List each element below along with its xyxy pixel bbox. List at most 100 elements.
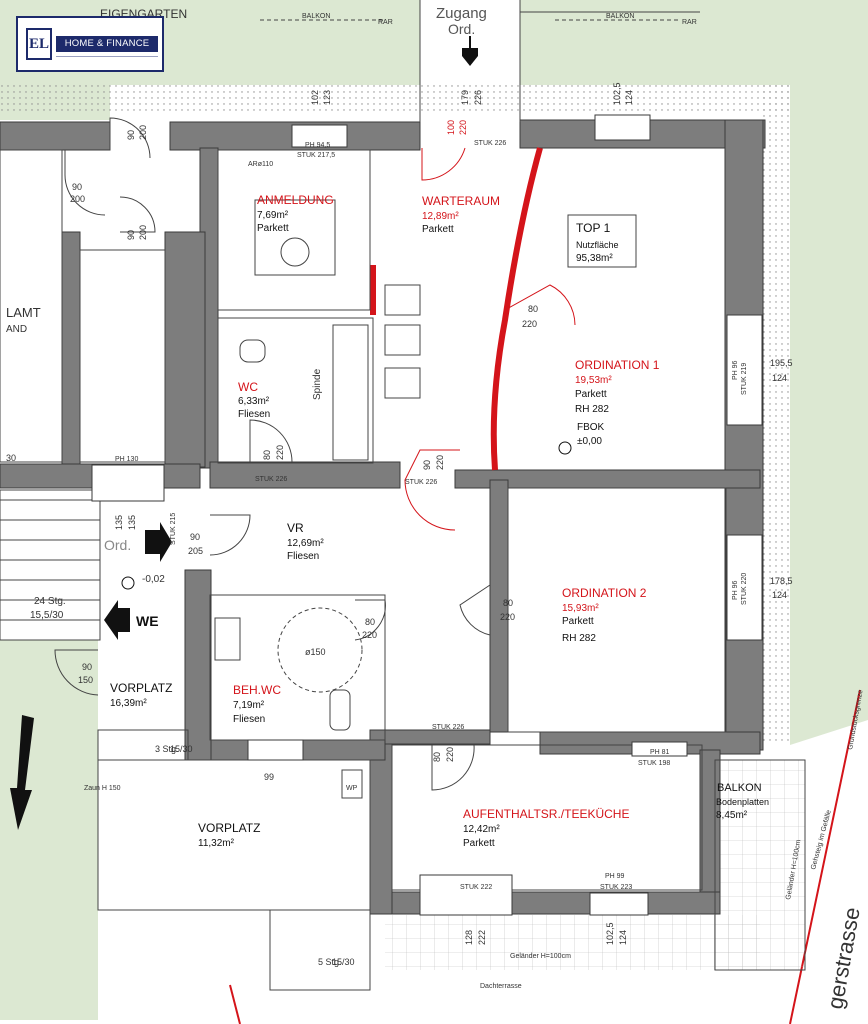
- window-h: 124: [618, 930, 628, 945]
- ord2-outline: [507, 487, 727, 733]
- wc-toilet: [239, 339, 266, 363]
- room-extra: RH 282: [575, 404, 609, 415]
- table-circle: [280, 237, 310, 267]
- door-w: 80: [262, 450, 272, 460]
- level-marker-icon: [121, 576, 135, 590]
- label-fbok-value: ±0,00: [577, 436, 602, 447]
- behwc-toilet: [329, 689, 351, 731]
- wall-bottom-room: [369, 729, 491, 745]
- door-w: 80: [528, 304, 538, 314]
- turning-circle: [277, 607, 363, 693]
- room-name: BALKON: [717, 782, 762, 794]
- logo-tagline: [56, 56, 158, 63]
- window-h: 123: [322, 90, 332, 105]
- window-h: 226: [473, 90, 483, 105]
- window-behwc: [247, 739, 304, 761]
- label-d124-1: 124: [772, 373, 787, 383]
- balcony-outline: [714, 759, 806, 971]
- property-line-2: [229, 984, 241, 1024]
- label-stuk226-aufenthalt: STUK 226: [432, 724, 464, 731]
- stairs-box: [0, 489, 101, 641]
- door-w: 90: [82, 662, 92, 672]
- room-name: ORDINATION 2: [562, 586, 647, 600]
- room-floor: Bodenplatten: [716, 797, 769, 807]
- door-h: 220: [275, 445, 285, 460]
- room-area: 8,45m²: [716, 810, 748, 821]
- room-floor: Fliesen: [233, 714, 265, 725]
- door-swing-red: [504, 284, 576, 326]
- label-treppe-1: 24 Stg.: [34, 596, 66, 607]
- room-area: 12,42m²: [463, 824, 500, 835]
- door-h: 150: [78, 675, 93, 685]
- room-name: AUFENTHALTSR./TEEKÜCHE: [463, 807, 629, 821]
- spinde-lockers: [332, 324, 369, 461]
- room-name: VR: [287, 521, 304, 535]
- window-right-2: [726, 534, 763, 641]
- wall-right: [724, 119, 764, 751]
- level-marker-icon: [558, 441, 572, 455]
- door-swing: [249, 419, 293, 463]
- label-rar-2: RAR: [682, 19, 697, 26]
- room-area: 11,32m²: [198, 838, 235, 849]
- label-stuk226-vr: STUK 226: [405, 479, 437, 486]
- terrace-tiles-bottom: [385, 915, 760, 970]
- logo-brand: HOME & FINANCE: [56, 36, 158, 52]
- door-w: 90: [72, 182, 82, 192]
- door-h: 200: [138, 225, 148, 240]
- wall-column-left: [61, 231, 81, 468]
- window-w: 102,5: [612, 82, 622, 105]
- room-area: 6,33m²: [238, 396, 270, 407]
- label-we-arrow: WE: [136, 613, 159, 629]
- label-balkon-top-1: BALKON: [302, 13, 330, 20]
- label-d1955: 195,5: [770, 358, 793, 368]
- label-ord-arrow: Ord.: [104, 537, 131, 553]
- door-h: 200: [70, 194, 85, 204]
- window-w: 128: [464, 930, 474, 945]
- door-h: 220: [522, 319, 537, 329]
- vorplatz-lower: [97, 759, 371, 911]
- room-warteraum: WARTERAUM 12,89m² Parkett: [422, 194, 500, 235]
- label-lamt: LAMT: [6, 305, 41, 320]
- corridor-room: [79, 249, 166, 463]
- label-fbok: FBOK: [577, 422, 605, 433]
- door-h: 200: [138, 125, 148, 140]
- room-floor: Parkett: [422, 224, 454, 235]
- room-anmeldung: ANMELDUNG 7,69m² Parkett: [257, 193, 334, 234]
- label-ph96b: PH 96: [732, 580, 739, 600]
- door-swing: [64, 150, 106, 216]
- door-swing: [119, 196, 156, 233]
- room-floor: Parkett: [575, 389, 607, 400]
- room-aufenthalt: AUFENTHALTSR./TEEKÜCHE 12,42m² Parkett: [463, 807, 629, 849]
- room-area: 15,93m²: [562, 603, 599, 614]
- door-w: 80: [503, 598, 513, 608]
- label-ph945: PH 94,5: [305, 142, 330, 149]
- wall-wc-bottom: [209, 461, 401, 489]
- door-h: 205: [188, 546, 203, 556]
- window-w: 102,5: [605, 922, 615, 945]
- window-terrace: [589, 892, 649, 916]
- door-swing-red: [421, 147, 466, 181]
- window-top-2: [594, 114, 651, 141]
- door-swing: [54, 649, 99, 696]
- company-logo: EL HOME & FINANCE: [16, 16, 164, 72]
- anmeldung-outline: [217, 149, 371, 311]
- chair-3: [384, 367, 421, 399]
- label-d1785: 178,5: [770, 576, 793, 586]
- label-gelaender: Geländer H=100cm: [510, 953, 571, 960]
- terrace-strip-right: [762, 85, 792, 745]
- window-h: 222: [477, 930, 487, 945]
- label-stg5: 5 Stg.: [318, 957, 342, 967]
- label-stuk2175: STUK 217,5: [297, 152, 335, 159]
- garden-top-right: [520, 0, 868, 85]
- room-name: WC: [238, 380, 258, 394]
- label-stuk219: STUK 219: [741, 363, 748, 395]
- wall-left-corridor: [164, 231, 206, 468]
- wp-box: [341, 769, 363, 799]
- room-name: VORPLATZ: [198, 821, 260, 835]
- door-swing: [431, 744, 475, 791]
- top1-nutzflaeche: Nutzfläche: [576, 240, 619, 250]
- steps-left: [97, 729, 189, 761]
- window-w: 102: [310, 90, 320, 105]
- label-stuk223: STUK 223: [600, 884, 632, 891]
- label-stuk198: STUK 198: [638, 760, 670, 767]
